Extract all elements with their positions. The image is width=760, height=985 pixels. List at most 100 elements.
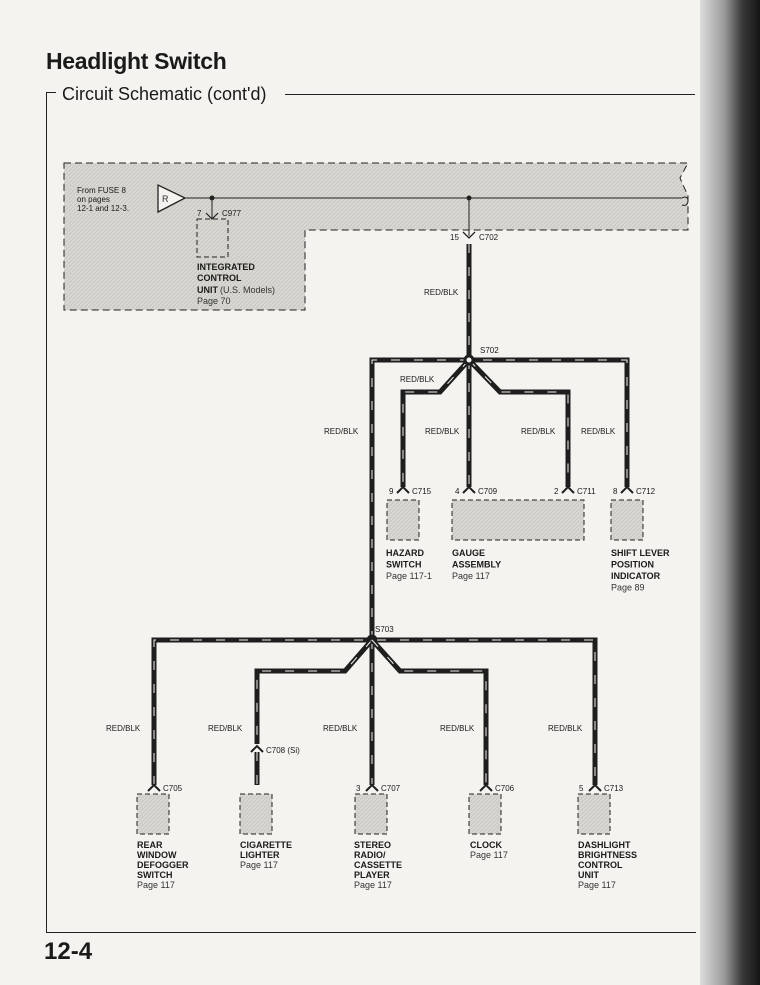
lower-name-4-0: DASHLIGHT (578, 840, 631, 850)
lower-page-4: Page 117 (578, 880, 616, 890)
ecu-shaded-region (63, 162, 689, 311)
line-break-icon (681, 196, 689, 206)
lower-name-4-3: UNIT (578, 870, 599, 880)
connector-c715-icon (396, 485, 410, 494)
pin-c712: 8 (613, 487, 618, 496)
upper-name-3-2: INDICATOR (611, 571, 661, 581)
c702-connector: C702 (479, 233, 499, 242)
wire-hazard (400, 358, 471, 487)
relay-triangle-icon (157, 183, 187, 214)
connector-c711-icon (561, 485, 575, 494)
upper-name-3-1: POSITION (611, 560, 654, 570)
lower-name-0-1: WINDOW (137, 850, 177, 860)
wire-c711 (467, 358, 571, 487)
lower-name-2-0: STEREO (354, 840, 391, 850)
lower-page-0: Page 117 (137, 880, 175, 890)
connector-c709-icon (462, 485, 476, 494)
lower-name-2-1: RADIO/ (354, 850, 386, 860)
pin-c711: 2 (554, 487, 559, 496)
connector-label-c707: C707 (381, 784, 401, 793)
icu-name-1: INTEGRATED (197, 262, 255, 272)
pin-c707: 3 (356, 784, 361, 793)
lower-name-4-2: CONTROL (578, 860, 623, 870)
c702-pin: 15 (450, 233, 459, 242)
pin-c709: 4 (455, 487, 460, 496)
icu-connector-icon (205, 212, 219, 220)
wire-label-c711: RED/BLK (521, 427, 556, 436)
lower-name-3-0: CLOCK (470, 840, 502, 850)
lower-page-1: Page 117 (240, 860, 278, 870)
splice-label-lower: S703 (375, 625, 394, 634)
connector-label-c708: C708 (Si) (266, 746, 300, 755)
wire-label-bus-left: RED/BLK (324, 427, 359, 436)
wire-clock (370, 638, 489, 785)
lower-name-0-2: DEFOGGER (137, 860, 189, 870)
lower-name-0-0: REAR (137, 840, 163, 850)
connector-label-c705: C705 (163, 784, 183, 793)
lower-box-0 (136, 793, 170, 835)
lower-name-2-3: PLAYER (354, 870, 390, 880)
lower-name-1-0: CIGARETTE (240, 840, 292, 850)
wire-label-stereo: RED/BLK (323, 724, 358, 733)
lower-name-4-1: BRIGHTNESS (578, 850, 637, 860)
relay-letter: R (162, 194, 169, 204)
wire-label-dashlight: RED/BLK (548, 724, 583, 733)
splice-s702 (463, 354, 475, 366)
connector-label-c712: C712 (636, 487, 656, 496)
connector-c713-icon (588, 783, 602, 792)
wire-c711-stripe (468, 359, 569, 487)
upper-name-0-0: HAZARD (386, 548, 424, 558)
wire-label-main: RED/BLK (424, 288, 459, 297)
connector-label-c713: C713 (604, 784, 624, 793)
lower-box-1 (239, 793, 273, 835)
c702-connector-icon (462, 231, 476, 239)
connector-label-c711: C711 (577, 487, 596, 496)
lower-page-2: Page 117 (354, 880, 392, 890)
page-subtitle: Circuit Schematic (cont'd) (62, 84, 267, 104)
hazard-switch-box (386, 499, 420, 541)
wire-label-hazard-top: RED/BLK (400, 375, 435, 384)
frame-bottom-rule (46, 932, 696, 933)
frame-tick (46, 92, 56, 93)
upper-name-3-0: SHIFT LEVER (611, 548, 670, 558)
page-title: Headlight Switch (46, 48, 227, 74)
upper-page-1: Page 117 (452, 571, 490, 581)
wire-label-gauge: RED/BLK (425, 427, 460, 436)
connector-label-c715: C715 (412, 487, 432, 496)
connector-label-c706: C706 (495, 784, 515, 793)
icu-connector: C977 (222, 209, 242, 218)
icu-page: Page 70 (197, 296, 231, 306)
icu-pin: 7 (197, 209, 202, 218)
frame-left-rule (46, 92, 47, 932)
wire-clock-stripe (371, 639, 487, 785)
wire-label-defogger: RED/BLK (106, 724, 141, 733)
icu-note: (U.S. Models) (220, 285, 275, 295)
connector-c706-icon (479, 783, 493, 792)
pin-c715: 9 (389, 487, 394, 496)
lower-box-3 (468, 793, 502, 835)
page-binding-shadow (700, 0, 760, 985)
lower-box-4 (577, 793, 611, 835)
fuse-text-line-1: From FUSE 8 (77, 186, 126, 195)
lower-name-0-3: SWITCH (137, 870, 173, 880)
wire-label-c712: RED/BLK (581, 427, 616, 436)
fuse-text-line-2: on pages (77, 195, 110, 204)
upper-page-0: Page 117-1 (386, 571, 432, 581)
lower-name-2-2: CASSETTE (354, 860, 402, 870)
shift-lever-box (610, 499, 644, 541)
wire-label-lighter: RED/BLK (208, 724, 243, 733)
upper-name-1-1: ASSEMBLY (452, 560, 501, 570)
wire-lower-bus-stripe (153, 639, 596, 785)
icu-box (196, 218, 229, 258)
icu-name-2: CONTROL (197, 273, 242, 283)
connector-c707-icon (365, 783, 379, 792)
connector-c705-icon (147, 783, 161, 792)
upper-name-1-0: GAUGE (452, 548, 485, 558)
wire-lighter-stripe (256, 639, 373, 744)
connector-c712-icon (620, 485, 634, 494)
upper-page-3: Page 89 (611, 583, 645, 593)
icu-name-3: UNIT (197, 285, 218, 295)
fuse-text-line-3: 12-1 and 12-3. (77, 204, 129, 213)
wire-label-clock: RED/BLK (440, 724, 475, 733)
